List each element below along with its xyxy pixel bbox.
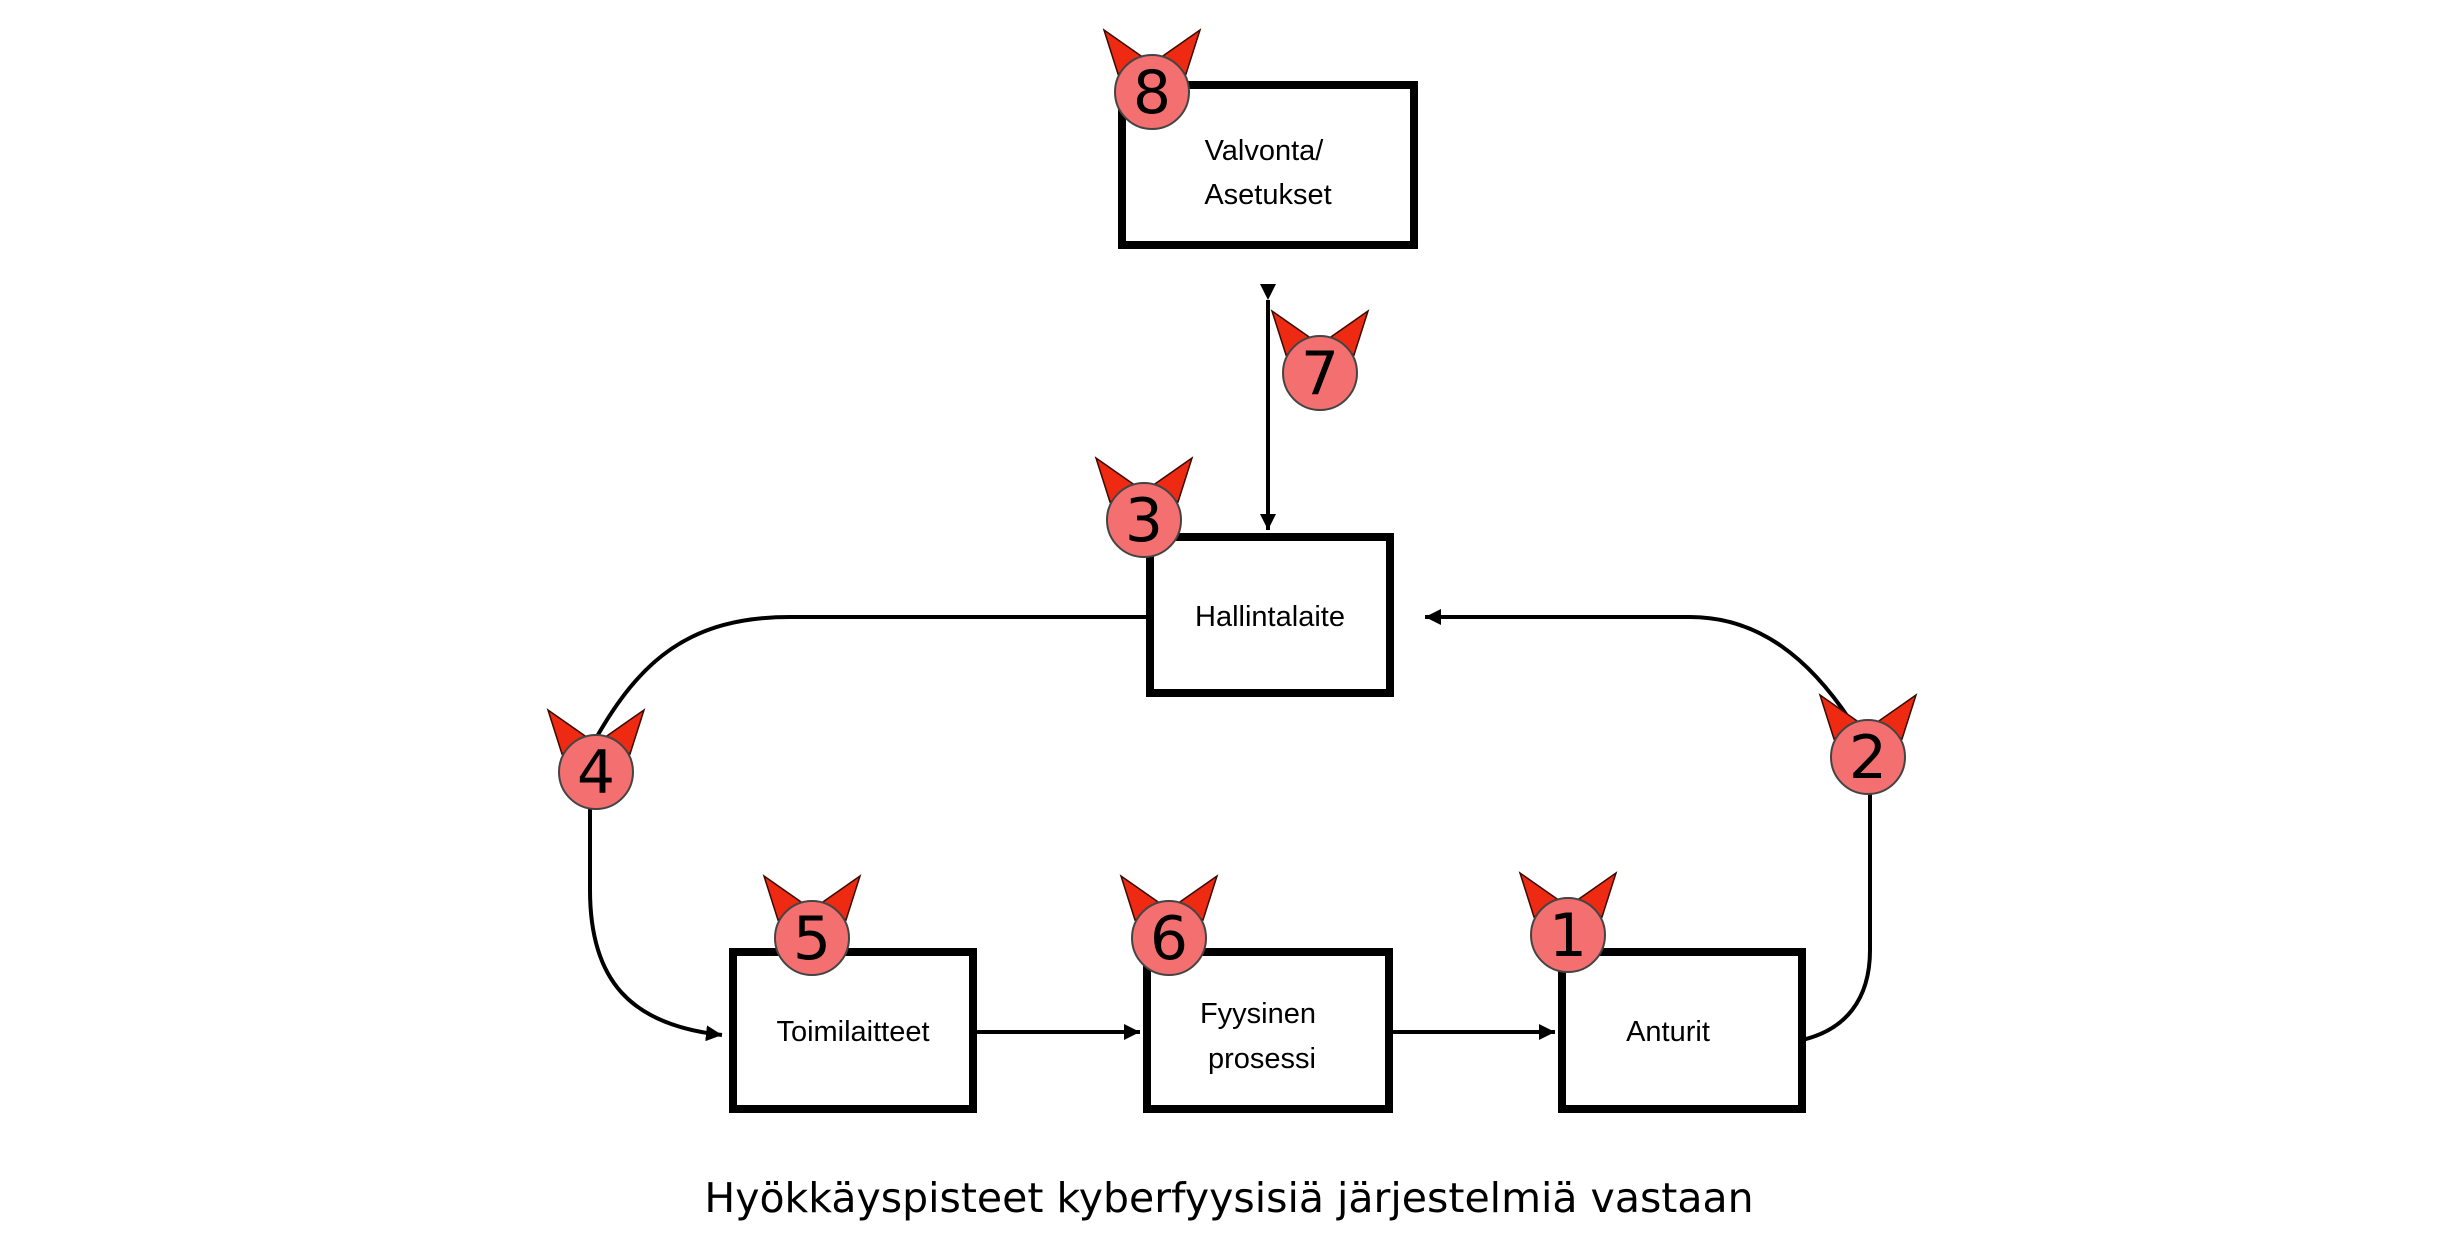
attack-point-circle	[1114, 54, 1190, 130]
attack-point-circle	[1106, 482, 1182, 558]
attack-point-number: 2	[1849, 723, 1887, 793]
attack-point-circle	[558, 734, 634, 810]
attack-points: 1 2 3 4 5 6 7 8	[546, 28, 1918, 976]
attack-point-circle	[1131, 900, 1207, 976]
svg-text:Valvonta/ Asetukset: Valvonta/ Asetukset	[1204, 135, 1331, 211]
attack-point-badge: 8	[1102, 28, 1202, 130]
diagram-caption: Hyökkäyspisteet kyberfyysisiä järjestelm…	[704, 1174, 1753, 1222]
svg-text:Fyysinen prosessi: Fyysinen prosessi	[1200, 998, 1324, 1075]
node-anturit: Anturit	[1558, 948, 1806, 1113]
attack-point-badge: 1	[1518, 871, 1618, 973]
attack-point-number: 4	[577, 738, 615, 808]
node-prosessi: Fyysinen prosessi	[1143, 948, 1393, 1113]
attack-point-badge: 5	[762, 874, 862, 976]
attack-point-number: 3	[1125, 486, 1163, 556]
node-valvonta-line-1: Valvonta/	[1205, 135, 1325, 167]
attack-point-circle	[1282, 335, 1358, 411]
attack-point-number: 5	[793, 904, 831, 974]
attack-point-circle	[774, 900, 850, 976]
attack-point-number: 7	[1301, 339, 1339, 409]
attack-point-badge: 2	[1818, 693, 1918, 795]
node-prosessi-line-2: prosessi	[1208, 1043, 1316, 1075]
attack-point-circle	[1830, 719, 1906, 795]
node-toimilaitteet-label: Toimilaitteet	[776, 1016, 929, 1048]
attack-point-circle	[1530, 897, 1606, 973]
attack-point-number: 6	[1150, 904, 1188, 974]
attack-point-badge: 4	[546, 708, 646, 810]
attack-point-badge: 6	[1119, 874, 1219, 976]
node-anturit-label: Anturit	[1626, 1016, 1710, 1048]
attack-point-number: 1	[1549, 901, 1587, 971]
attack-point-badge: 7	[1270, 309, 1370, 411]
node-prosessi-line-1: Fyysinen	[1200, 998, 1316, 1030]
node-hallinta: Hallintalaite	[1146, 533, 1394, 697]
node-hallinta-label: Hallintalaite	[1195, 601, 1345, 633]
attack-point-badge: 3	[1094, 456, 1194, 558]
node-valvonta-line-2: Asetukset	[1204, 179, 1331, 211]
node-toimilaitteet: Toimilaitteet	[729, 948, 977, 1113]
attack-point-number: 8	[1133, 58, 1171, 128]
